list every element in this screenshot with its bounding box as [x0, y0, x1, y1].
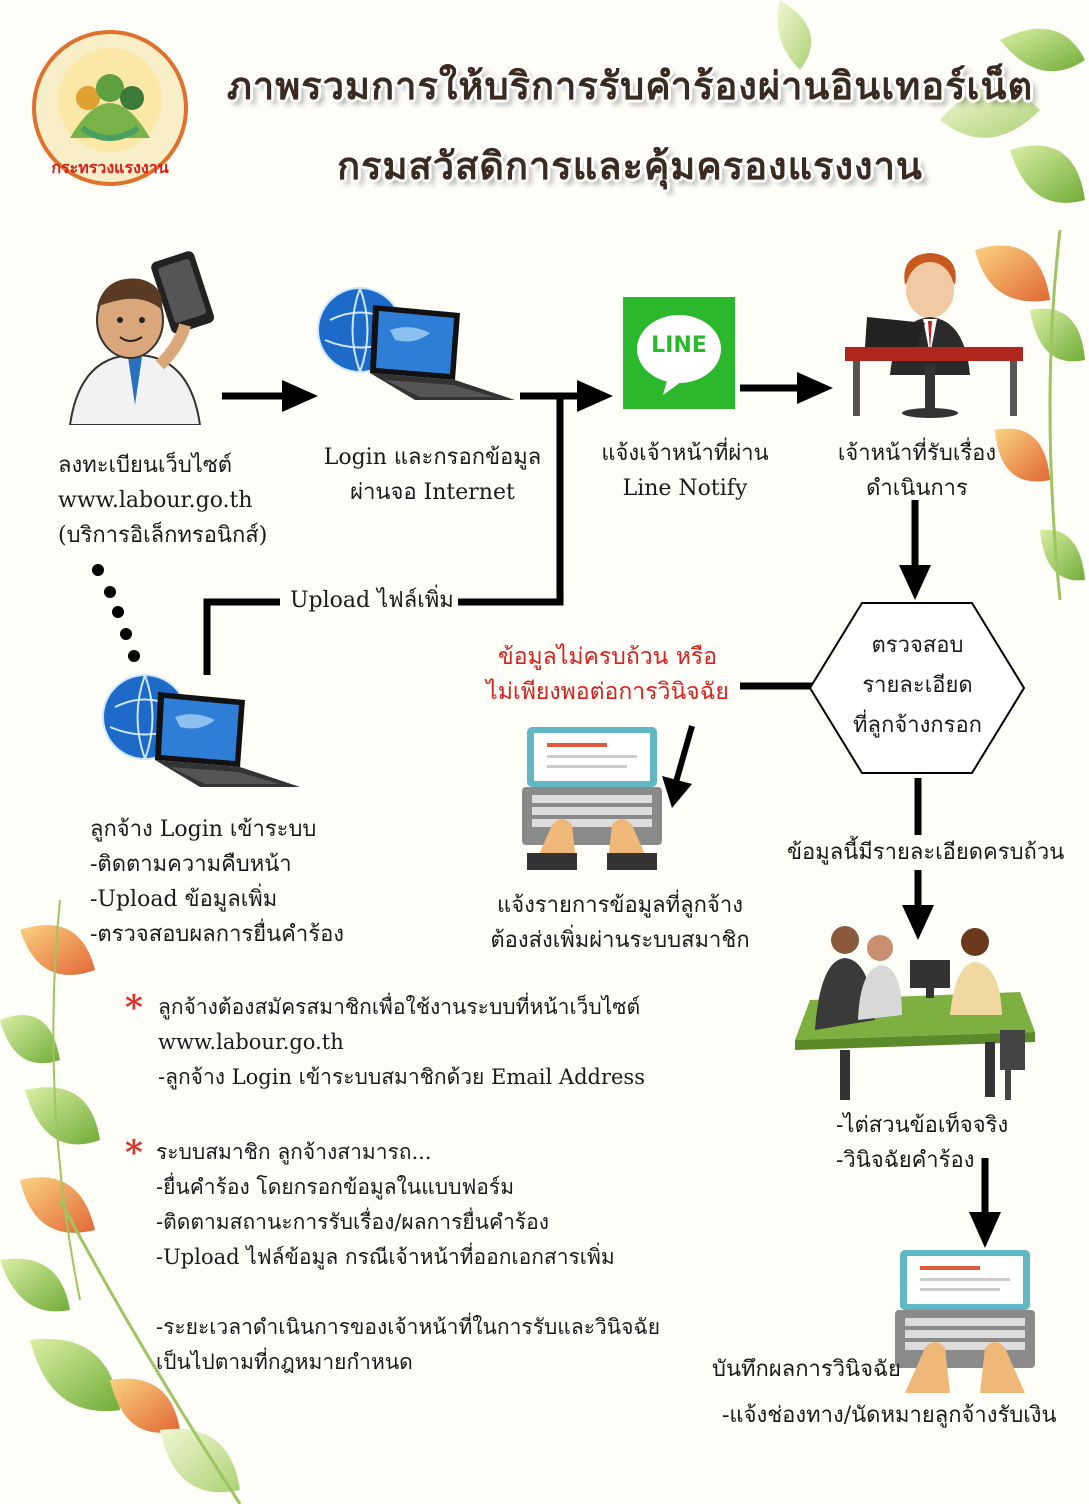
arrow-head [282, 380, 318, 412]
globe-laptop-icon [315, 285, 520, 415]
investigate-line-2: -วินิจฉัยคำร้อง [836, 1148, 975, 1173]
note-member-system: ระบบสมาชิก ลูกจ้างสามารถ... -ยื่นคำร้อง … [156, 1135, 615, 1275]
check-line-2: รายละเอียด [862, 673, 973, 698]
note1-line-2: www.labour.go.th [158, 1030, 344, 1054]
incomplete-line-2: ไม่เพียงพอต่อการวินิจฉัย [486, 679, 729, 705]
note-timeframe: -ระยะเวลาดำเนินการของเจ้าหน้าที่ในการรับ… [156, 1310, 660, 1380]
employee-line-2: -ติดตามความคืบหน้า [90, 852, 292, 877]
investigate-line-1: -ไต่สวนข้อเท็จจริง [836, 1113, 1009, 1138]
page-title: ภาพรวมการให้บริการรับคำร้องผ่านอินเทอร์เ… [226, 64, 1034, 108]
note2-line-1: ระบบสมาชิก ลูกจ้างสามารถ... [156, 1140, 432, 1164]
asterisk-icon: * [125, 1133, 143, 1173]
check-line-1: ตรวจสอบ [871, 633, 964, 658]
line-app-icon: LINE [623, 297, 735, 409]
register-step-label: ลงทะเบียนเว็บไซต์ www.labour.go.th (บริก… [58, 448, 267, 553]
login-step-label: Login และกรอกข้อมูล ผ่านจอ Internet [310, 440, 555, 510]
employee-line-1: ลูกจ้าง Login เข้าระบบ [90, 817, 317, 842]
man-with-tablet-icon [60, 245, 220, 425]
record-label-2: -แจ้งช่องทาง/นัดหมายลูกจ้างรับเงิน [722, 1403, 1057, 1428]
page-subtitle: กรมสวัสดิการและคุ้มครองแรงงาน [337, 144, 923, 188]
register-line-2: www.labour.go.th [58, 488, 253, 513]
record-label-1: บันทึกผลการวินิจฉัย [712, 1357, 901, 1382]
investigate-label: -ไต่สวนข้อเท็จจริง -วินิจฉัยคำร้อง [836, 1108, 1008, 1178]
line-notify-line-2: Line Notify [622, 476, 748, 501]
note1-line-3: -ลูกจ้าง Login เข้าระบบสมาชิกด้วย Email … [158, 1065, 645, 1089]
globe-laptop-icon [100, 672, 305, 802]
line-logo-text: LINE [651, 333, 707, 358]
note3-line-2: เป็นไปตามที่กฎหมายกำหนด [156, 1350, 413, 1374]
register-line-1: ลงทะเบียนเว็บไซต์ [58, 453, 233, 478]
employee-line-3: -Upload ข้อมูลเพิ่ม [90, 887, 278, 912]
note3-line-1: -ระยะเวลาดำเนินการของเจ้าหน้าที่ในการรับ… [156, 1315, 661, 1339]
line-notify-label: แจ้งเจ้าหน้าที่ผ่าน Line Notify [585, 436, 785, 506]
asterisk-icon: * [125, 988, 143, 1028]
note1-line-1: ลูกจ้างต้องสมัครสมาชิกเพื่อใช้งานระบบที่… [158, 995, 641, 1019]
note2-line-4: -Upload ไฟล์ข้อมูล กรณีเจ้าหน้าที่ออกเอก… [156, 1245, 615, 1269]
officer-line-2: ดำเนินการ [866, 476, 968, 501]
complete-label: ข้อมูลนี้มีรายละเอียดครบถ้วน [787, 840, 1065, 865]
notify-items-line-1: แจ้งรายการข้อมูลที่ลูกจ้าง [497, 893, 743, 918]
meeting-table-icon [790, 920, 1040, 1105]
line-notify-line-1: แจ้งเจ้าหน้าที่ผ่าน [601, 441, 769, 466]
incomplete-warning: ข้อมูลไม่ครบถ้วน หรือ ไม่เพียงพอต่อการวิ… [475, 640, 740, 710]
note2-line-2: -ยื่นคำร้อง โดยกรอกข้อมูลในแบบฟอร์ม [156, 1175, 515, 1199]
incomplete-line-1: ข้อมูลไม่ครบถ้วน หรือ [497, 644, 718, 670]
notify-items-label: แจ้งรายการข้อมูลที่ลูกจ้าง ต้องส่งเพิ่มผ… [470, 888, 770, 958]
upload-more-label: Upload ไฟล์เพิ่ม [290, 588, 454, 613]
officer-step-label: เจ้าหน้าที่รับเรื่อง ดำเนินการ [812, 436, 1022, 506]
ministry-seal-icon: กระทรวงแรงงาน [30, 28, 190, 188]
check-step-label: ตรวจสอบ รายละเอียด ที่ลูกจ้างกรอก [820, 626, 1015, 746]
logo-text: กระทรวงแรงงาน [51, 158, 169, 177]
note2-line-3: -ติดตามสถานะการรับเรื่อง/ผลการยื่นคำร้อง [156, 1210, 550, 1234]
officer-line-1: เจ้าหน้าที่รับเรื่อง [837, 441, 997, 466]
register-line-3: (บริการอิเล็กทรอนิกส์) [58, 523, 268, 548]
note-membership: ลูกจ้างต้องสมัครสมาชิกเพื่อใช้งานระบบที่… [158, 990, 645, 1095]
typing-laptop-icon [522, 725, 662, 870]
notify-items-line-2: ต้องส่งเพิ่มผ่านระบบสมาชิก [490, 928, 750, 953]
login-line-1: Login และกรอกข้อมูล [323, 445, 542, 470]
check-line-3: ที่ลูกจ้างกรอก [853, 713, 982, 738]
typing-laptop-icon [895, 1248, 1035, 1393]
employee-login-label: ลูกจ้าง Login เข้าระบบ -ติดตามความคืบหน้… [90, 812, 344, 952]
login-line-2: ผ่านจอ Internet [350, 480, 515, 505]
officer-at-desk-icon [845, 245, 1025, 420]
employee-line-4: -ตรวจสอบผลการยื่นคำร้อง [90, 922, 345, 947]
